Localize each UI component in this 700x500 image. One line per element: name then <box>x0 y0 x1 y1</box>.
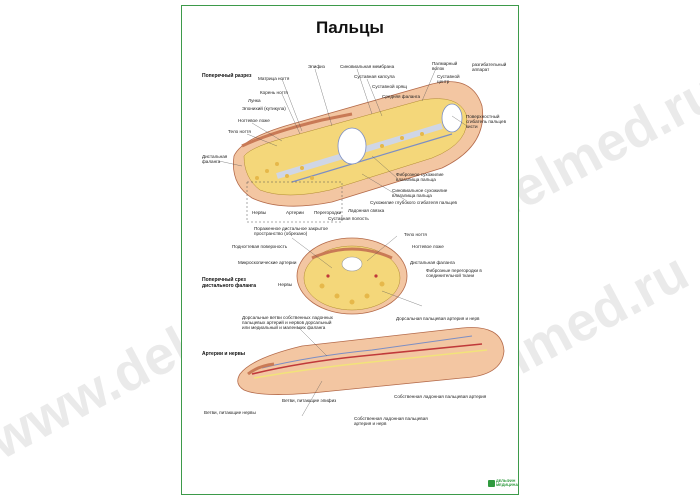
label-flexor-surface: Поверхностный сгибатель пальцев кисти <box>466 114 507 130</box>
label-nail-body-2: Тело ногтя <box>404 232 427 237</box>
label-proper-palmar: Собственная ладонная пальцевая артерия <box>394 394 487 399</box>
label-proper-palmar-nerve: Собственная ладонная пальцевая артерия и… <box>354 416 428 427</box>
label-nail-bed-2: Ногтевое ложе <box>412 244 444 249</box>
label-subungual-surface: Подногтевая поверхность <box>232 244 288 249</box>
label-nerves-2: Нервы <box>278 282 293 287</box>
label-nerves: Нервы <box>252 210 267 215</box>
label-distal-phalanx-2: Дистальная фаланга <box>410 260 455 265</box>
logo-text-line2: МЕДИЦИНА <box>496 483 519 488</box>
label-deep-flexor-tendon: Сухожилие глубокого сгибателя пальцев <box>370 200 457 205</box>
label-middle-phalanx: Средняя фаланга <box>382 94 421 99</box>
section-title-arteries: Артерии и нервы <box>202 351 246 357</box>
label-distal-phalanx: Дистальная фаланга <box>202 154 228 165</box>
label-nail-body: Тело ногтя <box>228 129 251 134</box>
label-palmar-plate: Палмарный волок <box>432 61 458 72</box>
label-dorsal-digital: Дорсальная пальцевая артерия и нерв <box>396 316 480 321</box>
label-lunula: Лунка <box>248 98 261 103</box>
label-joint-cavity: Суставная полость <box>328 216 369 221</box>
label-epiphysis-branches: Ветви, питающие эпифиз <box>282 398 337 403</box>
label-microscopic-arteries: Микроскопические артерии <box>238 260 297 265</box>
label-nail-matrix: Матрица ногтя <box>258 76 290 81</box>
label-articular-capsule: Суставная капсула <box>354 74 395 79</box>
label-articular-cartilage: Суставной хрящ <box>372 84 407 89</box>
finger-longitudinal-section <box>233 81 484 223</box>
label-closed-space: Пораженное дистальное закрытое пространс… <box>254 226 328 237</box>
label-eponychium: Эпонихий (кутикула) <box>242 106 286 111</box>
logo-mark-icon <box>488 480 495 487</box>
label-dorsal-branches: Дорсальные ветви собственных ладонных па… <box>242 315 333 331</box>
label-fibrous-septa: Фиброзные перегородки в соединительной т… <box>426 268 482 279</box>
publisher-logo: ДЕЛЬФИН МЕДИЦИНА <box>488 479 518 489</box>
label-nail-bed: Ногтевое ложе <box>238 118 270 123</box>
label-articular-center: Суставной центр <box>437 74 460 85</box>
label-septa: Перегородки <box>314 210 342 215</box>
finger-arteries-nerves <box>237 327 505 395</box>
label-nail-root: Корень ногтя <box>260 90 288 95</box>
poster-title: Пальцы <box>316 18 384 37</box>
label-palmar-ligament: Ладонная связка <box>348 208 385 213</box>
label-epiphysis: Эпифиз <box>308 64 325 69</box>
label-arteries: Артерии <box>286 210 304 215</box>
anatomy-illustration <box>218 65 505 417</box>
finger-transverse-section <box>296 237 408 315</box>
poster-frame: Пальцы <box>181 5 519 495</box>
section-title-cross-section: Поперечный разрез <box>202 73 252 79</box>
section-title-transverse: Поперечный срез дистального фаланга <box>202 277 257 289</box>
logo-text-line1: ДЕЛЬФИН <box>496 479 516 483</box>
label-nerve-branches: Ветви, питающие нервы <box>204 410 256 415</box>
label-fibrous-sheath: Фиброзное сухожилие влагалища пальца <box>396 172 444 183</box>
label-synovial-sheath: Синовиальное сухожилие влагалища пальца <box>392 188 448 199</box>
label-extensor-apparatus: разгибательный аппарат <box>472 62 507 73</box>
label-synovial-membrane: Синовиальная мембрана <box>340 64 395 69</box>
